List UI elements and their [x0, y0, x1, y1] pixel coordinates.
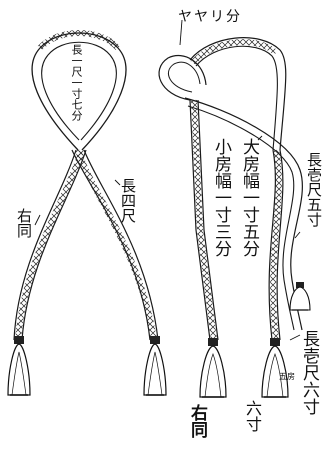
right-small-tassel-width: 小房幅一寸三分: [211, 138, 231, 257]
left-cord-strand-a: [71, 149, 151, 341]
right-tassel-mark: 五房: [279, 372, 295, 381]
left-cord-strand-b: [21, 149, 87, 341]
left-same-label: 右同: [15, 208, 33, 238]
right-length-upper: 長壱尺五寸: [305, 152, 323, 227]
right-small-loop: [158, 54, 207, 101]
left-cord-strand-b2: [13, 149, 77, 341]
right-six-sun-left: 六寸: [243, 400, 262, 432]
right-big-tassel-width: 大房幅一寸五分: [239, 138, 259, 257]
left-loop-inner: [41, 41, 117, 141]
right-tassel-left: [199, 338, 227, 398]
right-top-notation: ヤヤリ分: [178, 9, 242, 25]
left-length-label: 長四尺: [119, 178, 137, 223]
right-cord-figure: [158, 37, 303, 341]
left-loop-label: 長一尺一寸七分: [70, 44, 83, 121]
left-tassel-left: [7, 336, 31, 396]
right-length-lower: 長壱尺六寸: [299, 330, 319, 415]
right-tassel-small: [289, 282, 311, 311]
right-same-label: 右同: [187, 404, 207, 438]
left-cord-strand-a2: [83, 149, 159, 341]
right-cord-left: [189, 99, 211, 341]
right-cord-right: [276, 149, 284, 341]
left-tassel-right: [143, 336, 167, 396]
leader-lines: [34, 19, 301, 341]
right-tassel-mid: [261, 338, 289, 398]
right-top-arch: [189, 37, 287, 151]
left-cord-figure: [13, 30, 159, 341]
